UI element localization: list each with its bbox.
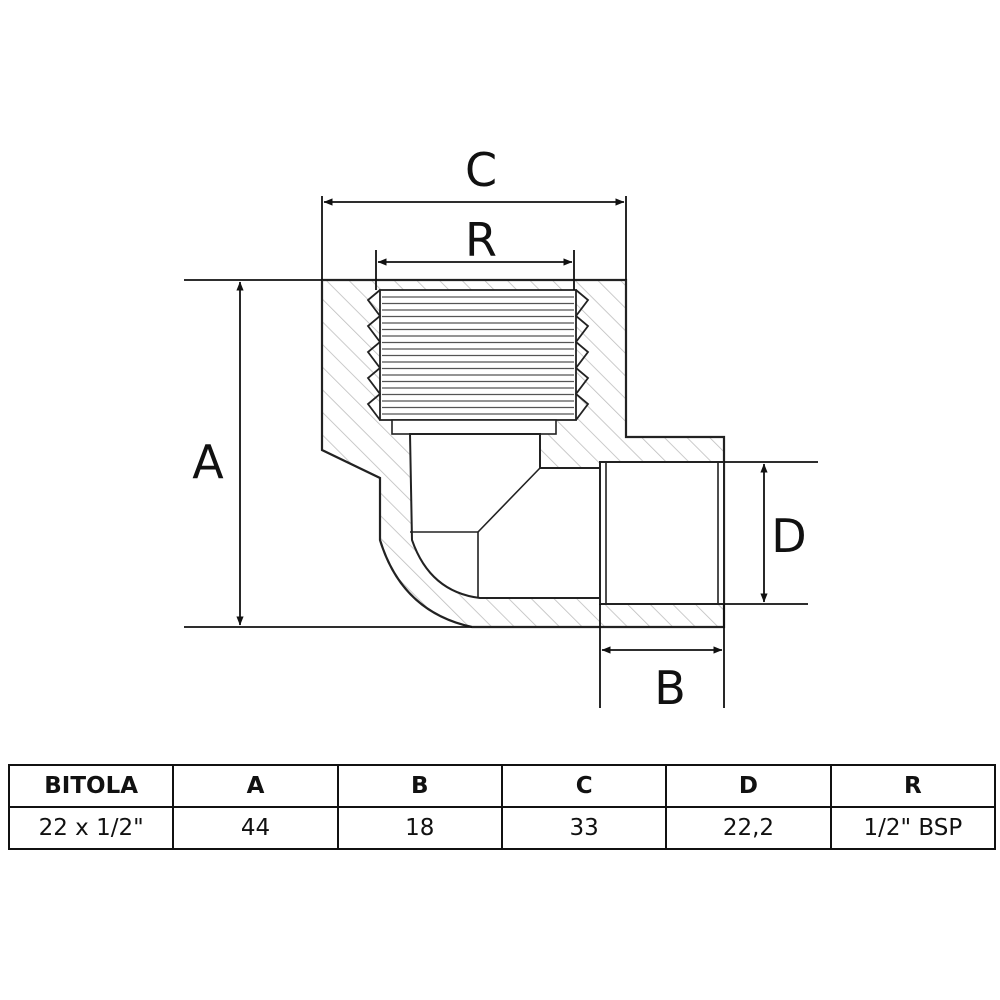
- table-header-row: BITOLA A B C D R: [7, 764, 997, 808]
- dimension-a: [184, 279, 472, 628]
- table-cell: 44: [172, 806, 339, 850]
- header-cell: BITOLA: [7, 764, 175, 808]
- elbow-fitting-drawing: C R A D B: [184, 143, 818, 715]
- label-c: C: [465, 143, 497, 197]
- label-b: B: [654, 661, 686, 715]
- header-cell: D: [665, 764, 832, 808]
- label-r: R: [465, 213, 497, 267]
- header-cell: C: [500, 764, 668, 808]
- table-row: 22 x 1/2" 44 18 33 22,2 1/2" BSP: [7, 806, 997, 850]
- dimension-d: [724, 461, 818, 605]
- table-cell: 22,2: [665, 806, 832, 850]
- header-cell: R: [829, 764, 997, 808]
- table-cell: 33: [500, 806, 668, 850]
- header-cell: A: [172, 764, 339, 808]
- thread-teeth-right: [574, 289, 590, 421]
- label-a: A: [192, 435, 224, 489]
- dimension-c: [321, 196, 627, 280]
- dimension-r: [375, 250, 575, 290]
- socket-bore: [599, 461, 725, 605]
- table-cell: 1/2" BSP: [829, 806, 997, 850]
- thread-teeth-left: [366, 289, 382, 421]
- fitting-body: [320, 278, 726, 629]
- thread-lines: [382, 296, 574, 415]
- dimension-b: [599, 604, 725, 708]
- label-d: D: [771, 509, 806, 563]
- table-cell: 18: [336, 806, 503, 850]
- dimensions-table: BITOLA A B C D R 22 x 1/2" 44 18 33 22,2…: [7, 764, 997, 850]
- header-cell: B: [336, 764, 503, 808]
- table-cell: 22 x 1/2": [7, 806, 175, 850]
